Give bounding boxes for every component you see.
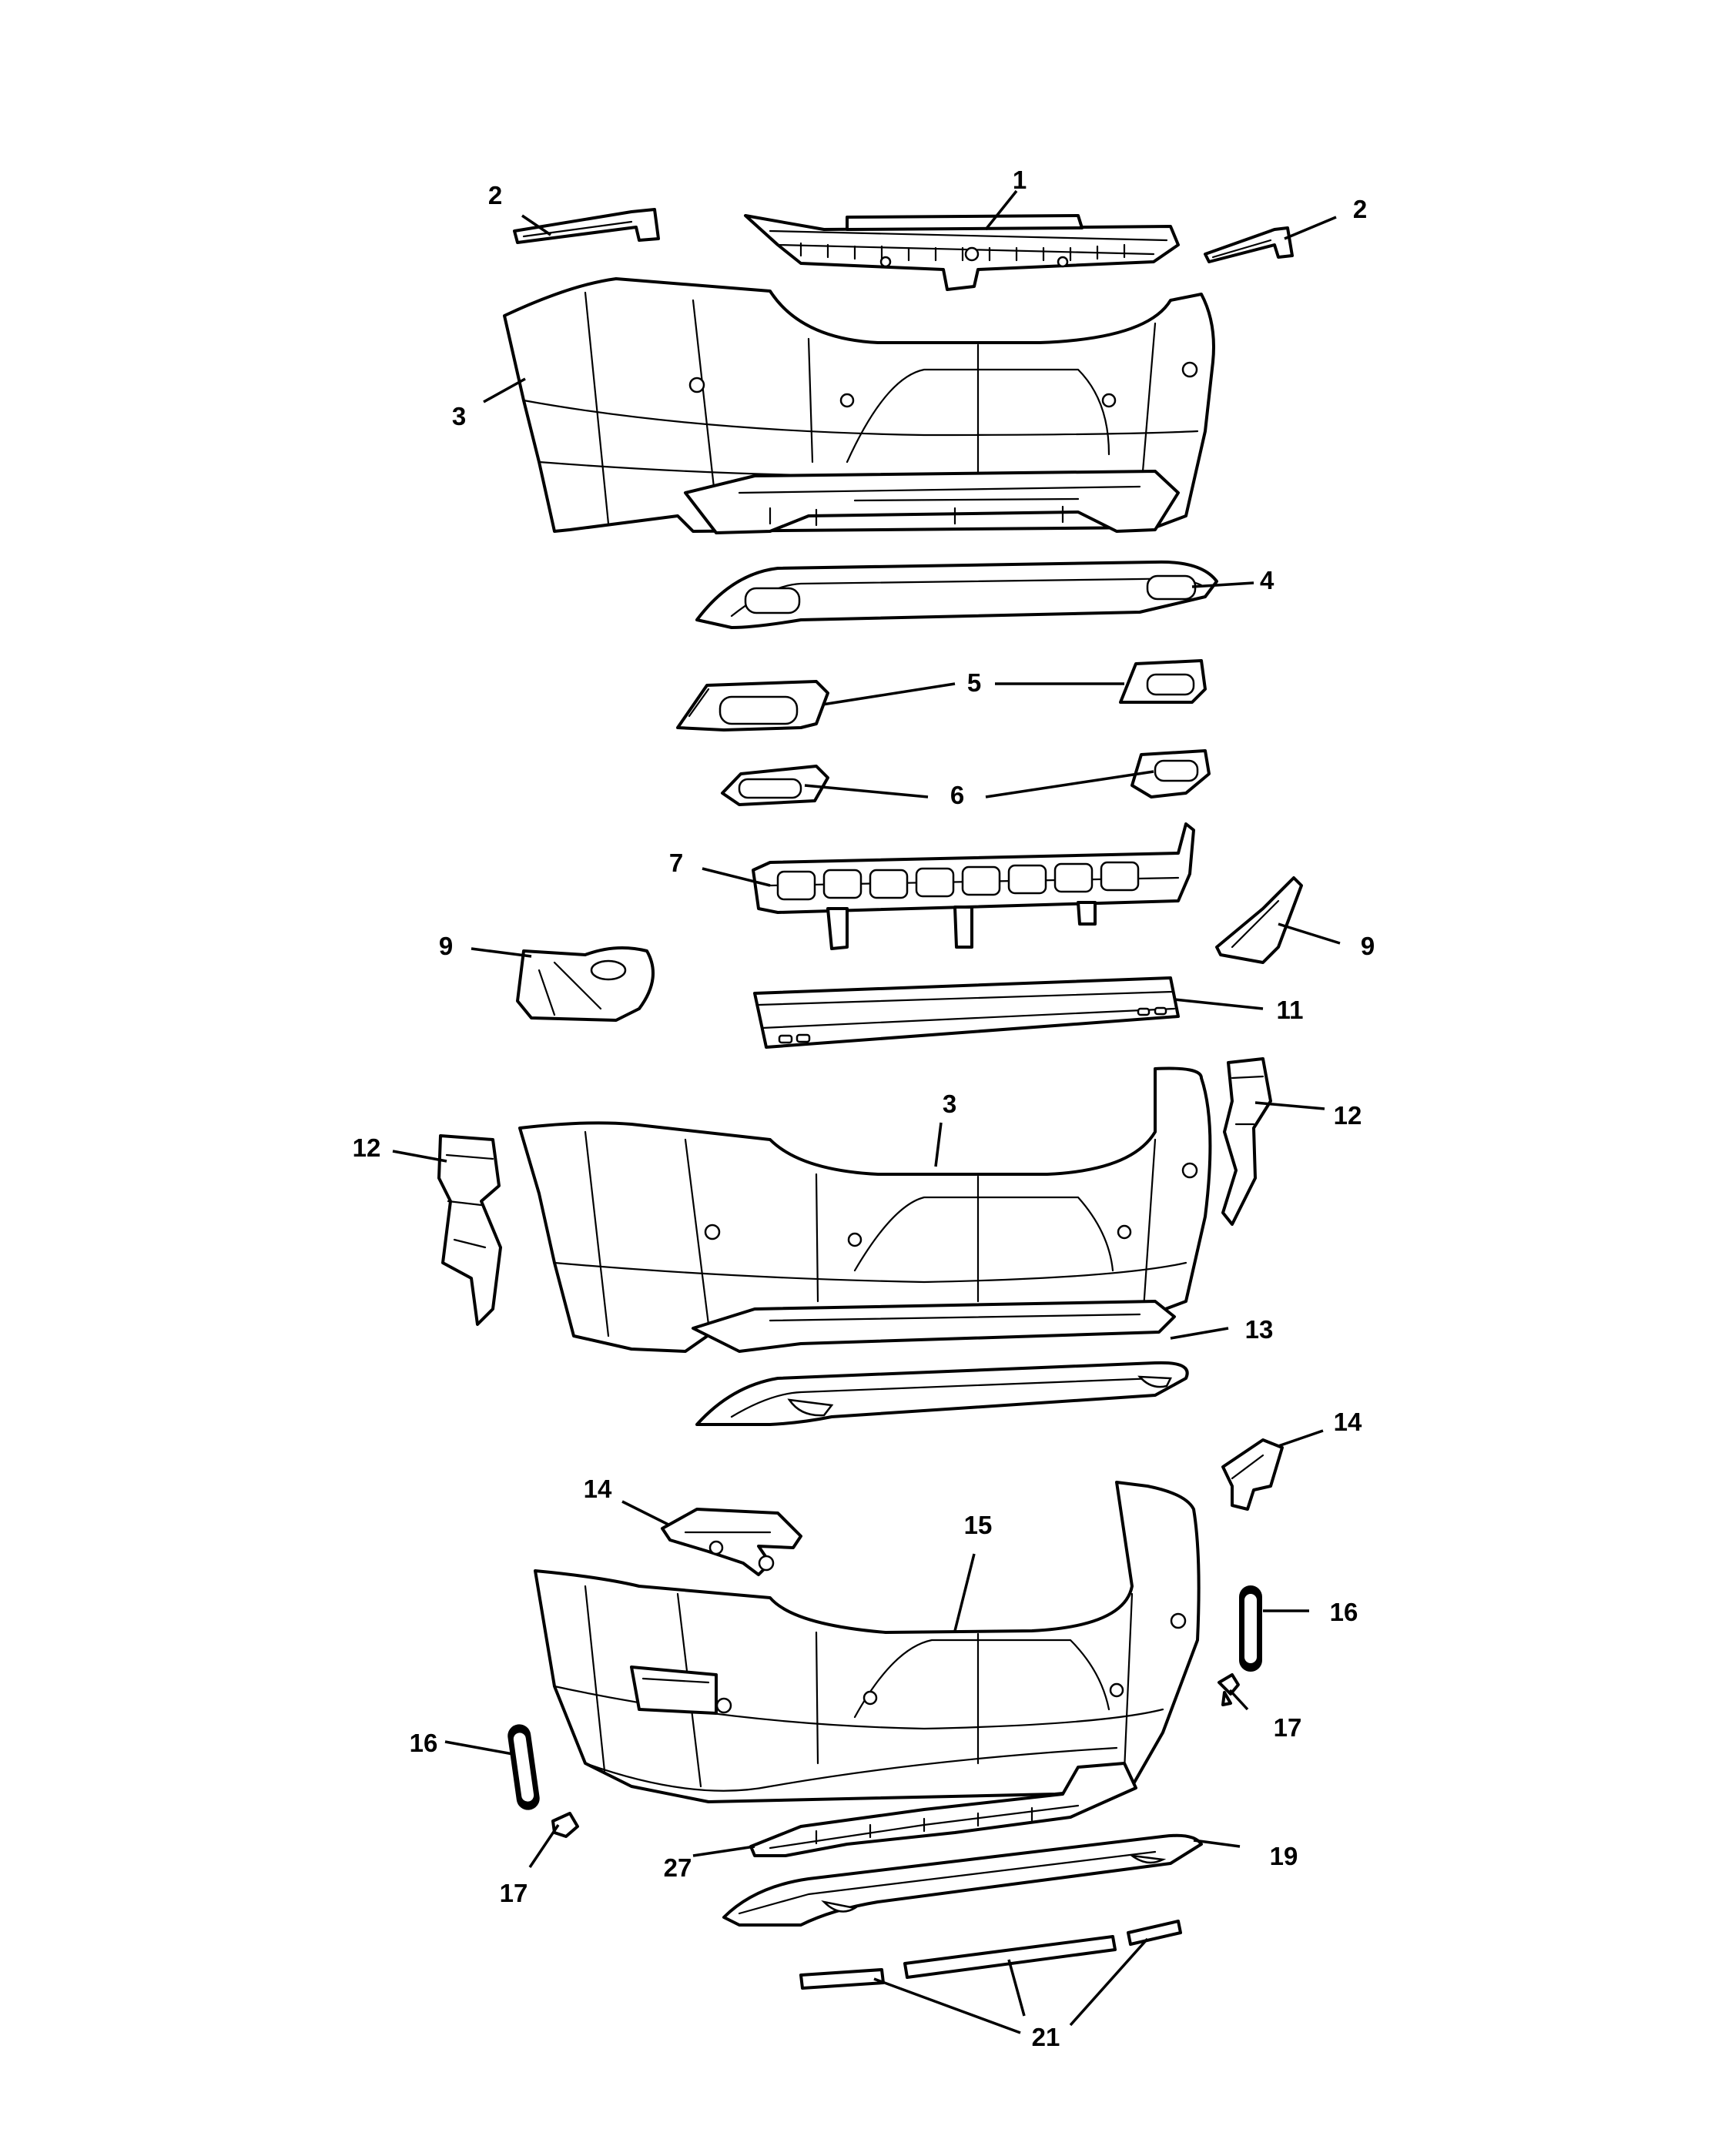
callout-17-right: 17 [1274,1713,1302,1742]
part-9-right-bracket [1215,876,1303,964]
callout-14-right: 14 [1334,1408,1362,1436]
part-9-left-bracket [516,946,655,1022]
part-3-fascia-upper [503,277,1215,534]
part-13-lower-valance [695,1361,1189,1426]
part-14-right-bracket [1221,1438,1284,1511]
callout-12-left: 12 [353,1133,381,1162]
part-21-appliques [799,1920,1182,1990]
callout-16-right: 16 [1330,1598,1358,1626]
callout-14-left: 14 [584,1475,612,1503]
part-7-energy-absorber [752,822,1195,950]
part-3-fascia-middle [518,1066,1212,1353]
callout-16-left: 16 [410,1729,438,1757]
callout-4: 4 [1260,566,1274,594]
part-17-left-fastener [551,1812,579,1838]
part-11-reinforcement-beam [753,976,1180,1049]
part-16-left-reflector [507,1724,540,1810]
callout-9-left: 9 [439,932,453,960]
callout-3-middle: 3 [943,1090,956,1118]
callout-11: 11 [1277,996,1304,1024]
callout-19: 19 [1270,1842,1298,1870]
part-1-upper-retainer [744,214,1180,291]
part-27-lower-shield [749,1762,1137,1857]
callout-9-right: 9 [1361,932,1375,960]
callout-6: 6 [950,781,964,809]
part-16-right-reflector [1239,1585,1262,1672]
part-5-left-exhaust-bezel [676,680,829,732]
part-14-left-bracket [661,1508,802,1576]
callout-12-right: 12 [1334,1101,1362,1130]
callout-1: 1 [1013,166,1027,194]
part-19-lower-valance [722,1833,1203,1927]
part-6-right-exhaust-tip [1130,749,1211,798]
part-5-right-exhaust-bezel [1119,659,1207,704]
part-12-left-retainer [437,1134,502,1326]
callout-7: 7 [669,849,683,877]
callout-3-upper: 3 [452,402,466,430]
callout-13: 13 [1245,1315,1274,1344]
callout-21: 21 [1032,2023,1060,2051]
part-12-right-retainer [1221,1057,1272,1226]
part-17-right-fastener [1218,1673,1240,1706]
callout-2-right: 2 [1353,195,1367,223]
callout-27: 27 [664,1853,692,1882]
part-4-lower-valance [695,560,1218,629]
callout-15: 15 [964,1511,993,1539]
callout-17-left: 17 [500,1879,528,1907]
callout-labels: 1 2 2 3 4 5 6 7 9 9 11 3 12 12 13 14 14 … [353,166,1375,2051]
part-6-left-exhaust-tip [721,765,829,806]
part-2-right-bracket [1204,226,1294,263]
leader-lines [392,189,1341,2034]
part-15-fascia-lower [534,1481,1201,1803]
callout-2-left: 2 [488,181,502,209]
callout-5: 5 [967,668,981,697]
